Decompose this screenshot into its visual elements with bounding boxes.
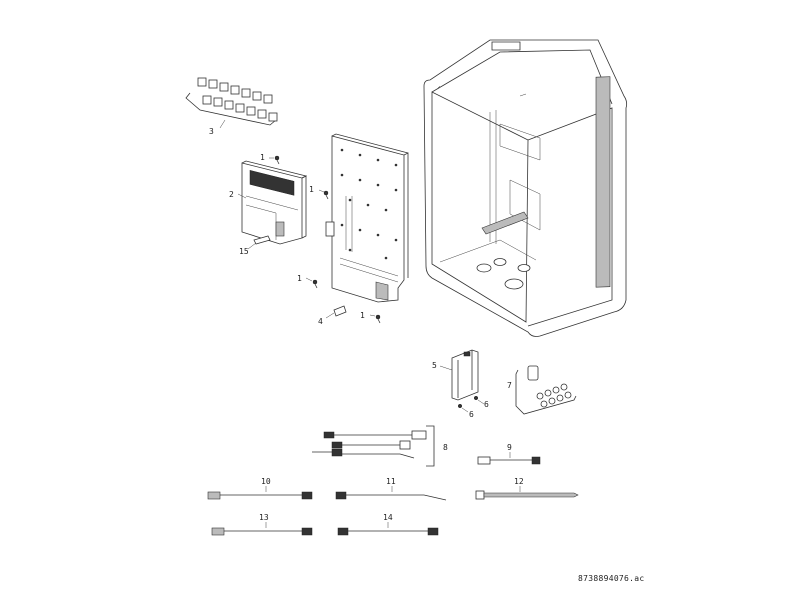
callout-1-c: 1 [297, 274, 302, 283]
callout-9: 9 [507, 443, 512, 452]
callout-6-a: 6 [484, 400, 489, 409]
callout-1-a: 1 [260, 153, 265, 162]
bracket-part [439, 349, 485, 413]
enclosure-housing-part [423, 39, 628, 337]
callout-10: 10 [261, 477, 271, 486]
callout-12: 12 [514, 477, 524, 486]
cable-glands-part [515, 365, 577, 415]
cable-11-part [335, 486, 447, 501]
clip-part [247, 235, 271, 250]
callout-13: 13 [259, 513, 269, 522]
cable-13-part [211, 522, 313, 536]
fuse-part [325, 305, 347, 319]
callout-1-b: 1 [309, 185, 314, 194]
mounting-plate-part [325, 133, 409, 303]
terminal-blocks-part [185, 77, 278, 129]
callout-11: 11 [386, 477, 396, 486]
callout-4: 4 [318, 317, 323, 326]
cable-tie-part [475, 486, 579, 500]
document-reference: 8738894076.ac [578, 574, 645, 583]
callout-2: 2 [229, 190, 234, 199]
cable-set-part [312, 425, 435, 467]
screws-part [269, 155, 381, 324]
callout-7: 7 [507, 381, 512, 390]
callout-6-b: 6 [469, 410, 474, 419]
callout-15: 15 [239, 247, 249, 256]
cable-10-part [207, 486, 313, 500]
callout-1-d: 1 [360, 311, 365, 320]
controller-module-part [237, 160, 308, 245]
callout-3: 3 [209, 127, 214, 136]
callout-8: 8 [443, 443, 448, 452]
cable-14-part [337, 522, 439, 536]
callout-5: 5 [432, 361, 437, 370]
cable-9-part [477, 452, 541, 465]
callout-14: 14 [383, 513, 393, 522]
